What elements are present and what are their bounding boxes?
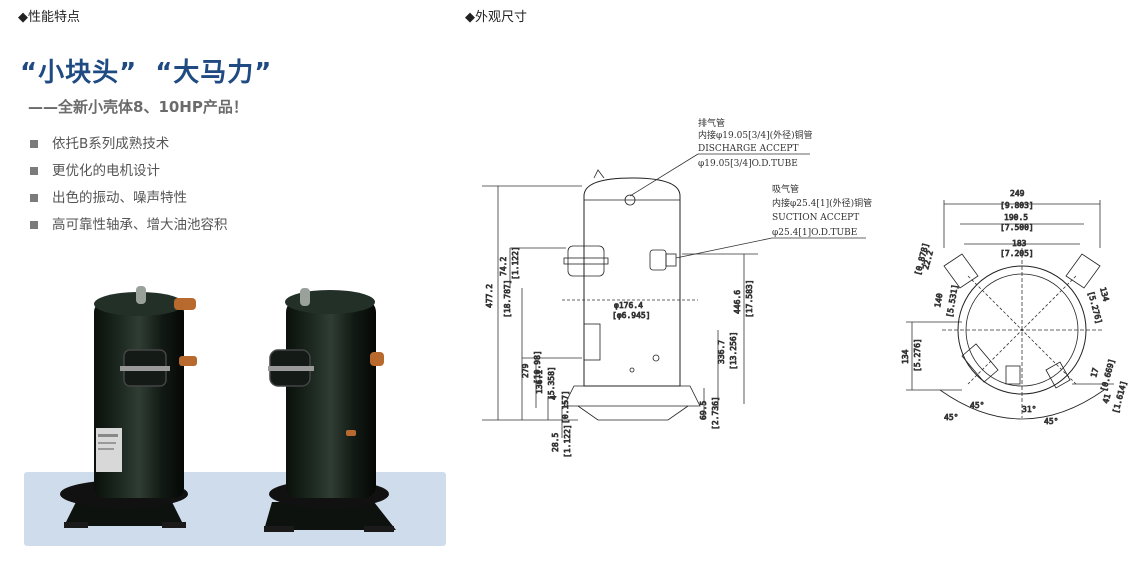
angle-45-left-outer: 45° [944,413,958,422]
dimension-drawing: 477.2 [18.787] 74.2 [1.122] 279 [10.98] … [482,117,1129,458]
side-dim-13256: [13.256] [729,331,738,370]
side-view: 477.2 [18.787] 74.2 [1.122] 279 [10.98] … [482,153,866,458]
top-dim-7500: [7.500] [1000,223,1034,232]
discharge-note-line-2: 内接φ19.05[3/4](外径)铜管 [698,129,813,141]
discharge-note: 排气管 内接φ19.05[3/4](外径)铜管 DISCHARGE ACCEPT… [698,117,813,169]
suction-note: 吸气管 内接φ25.4[1](外径)铜管 SUCTION ACCEPT φ25.… [772,183,872,238]
side-dim-4466: 446.6 [733,290,742,314]
suction-note-line-3: SUCTION ACCEPT [772,213,859,223]
feature-text: 依托B系列成熟技术 [52,136,170,152]
side-dim-1122b: [1.122] [563,424,572,458]
square-bullet-icon [30,140,38,148]
side-dim-4: 4 [549,395,558,400]
top-dim-134a: 134 [901,349,910,364]
feature-item: 出色的振动、噪声特性 [30,188,228,215]
feature-item: 更优化的电机设计 [30,161,228,188]
angle-31: 31° [1022,405,1036,414]
discharge-note-line-1: 排气管 [698,117,725,129]
side-dim-1098: [10.98] [533,350,542,384]
compressor-product-photo [60,286,396,532]
suction-note-line-1: 吸气管 [772,183,799,195]
feature-list: 依托B系列成熟技术 更优化的电机设计 出色的振动、噪声特性 高可靠性轴承、增大油… [30,134,228,242]
top-dim-0669: [0.669] [1099,358,1116,393]
performance-section-heading: ◆性能特点 [18,10,80,25]
headline-part-1: “小块头” [20,58,138,88]
side-dim-742: 74.2 [499,257,508,276]
side-dim-1122a: [1.122] [511,246,520,280]
top-dim-1614: [1.614] [1111,380,1128,415]
side-dim-1361: 136.1 [535,370,544,394]
dimensions-section-heading: ◆外观尺寸 [465,10,527,25]
side-dim-2736: [2.736] [711,396,720,430]
discharge-note-line-4: φ19.05[3/4]O.D.TUBE [698,159,798,169]
compressor-front-view [60,286,197,528]
feature-text: 出色的振动、噪声特性 [52,190,187,206]
top-dim-5276a: [5.276] [913,338,922,372]
suction-note-line-2: 内接φ25.4[1](外径)铜管 [772,197,872,209]
square-bullet-icon [30,167,38,175]
angle-45-left-inner: 45° [970,401,984,410]
top-dim-41: 41 [1101,393,1112,405]
top-dim-1905: 190.5 [1004,213,1028,222]
top-dim-249: 249 [1010,189,1025,198]
subheadline: ——全新小壳体8、10HP产品！ [28,98,248,116]
feature-item: 依托B系列成熟技术 [30,134,228,161]
compressor-angled-view [264,288,396,532]
top-view: 249 [9.803] 190.5 [7.500] 183 [7.205] 22… [901,189,1129,427]
discharge-note-line-3: DISCHARGE ACCEPT [698,144,798,154]
side-dim-695: 69.5 [699,401,708,420]
headline-part-2: “大马力” [155,58,273,88]
top-dim-183: 183 [1012,239,1027,248]
feature-text: 高可靠性轴承、增大油池容积 [52,217,228,233]
side-dim-1764: φ176.4 [614,301,643,310]
angle-45-right-outer: 45° [1044,417,1058,426]
feature-text: 更优化的电机设计 [52,163,160,179]
side-dim-5358: [5.358] [547,366,556,400]
top-dim-134b: 134 [1098,286,1110,302]
side-dim-279: 279 [521,363,530,378]
top-dim-7205: [7.205] [1000,249,1034,258]
feature-item: 高可靠性轴承、增大油池容积 [30,215,228,242]
side-dim-18787: [18.787] [503,279,512,318]
top-dim-140: 140 [933,292,944,308]
headline: “小块头” “大马力” [20,52,290,89]
top-dim-9803: [9.803] [1000,201,1034,210]
square-bullet-icon [30,194,38,202]
side-dim-0157: [0.157] [561,390,570,424]
side-dim-17583: [17.583] [745,279,754,318]
square-bullet-icon [30,221,38,229]
top-dim-17: 17 [1089,367,1100,379]
suction-note-line-4: φ25.4[1]O.D.TUBE [772,228,857,238]
side-dim-4772: 477.2 [485,284,494,308]
side-dim-285: 28.5 [551,433,560,452]
side-dim-6945: [φ6.945] [612,311,651,320]
top-dim-5531: [5.531] [945,284,960,319]
side-dim-3367: 336.7 [717,340,726,364]
